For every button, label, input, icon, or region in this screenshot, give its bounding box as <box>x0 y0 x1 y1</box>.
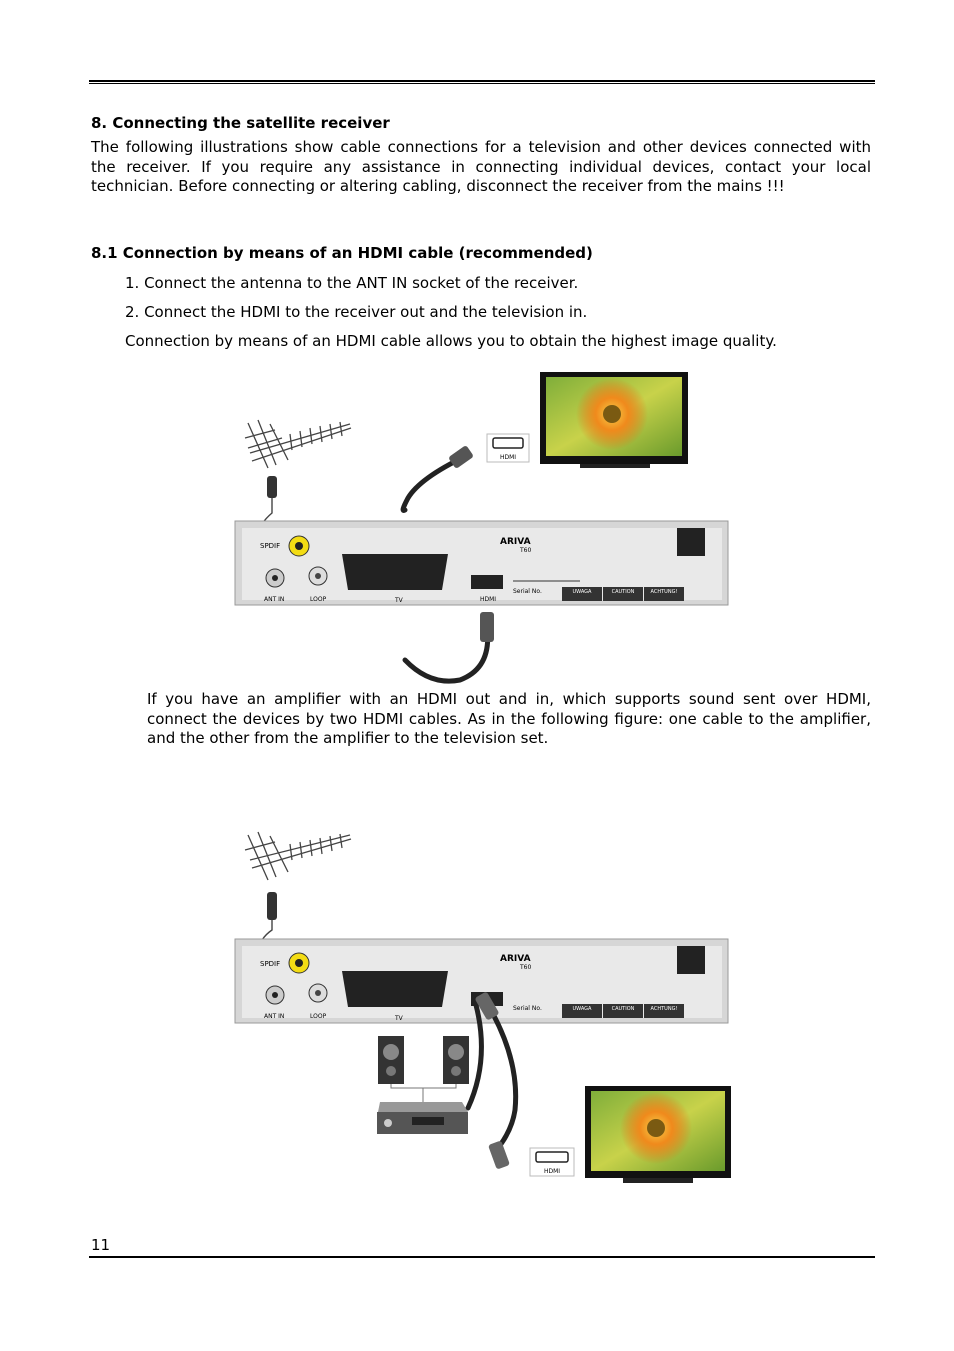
svg-text:CAUTION: CAUTION <box>612 589 635 595</box>
antenna-icon <box>244 419 352 469</box>
svg-text:LOOP: LOOP <box>310 1013 327 1020</box>
speaker-left-icon <box>378 1036 404 1084</box>
amplifier-icon <box>377 1102 468 1134</box>
figure-hdmi-connection: HDMI SPDIF ANT IN LOOP TV HDMI ARIVA T60… <box>234 372 729 684</box>
svg-text:ACHTUNG!: ACHTUNG! <box>651 1006 678 1012</box>
tv-icon <box>585 1086 731 1183</box>
page-number: 11 <box>91 1236 111 1254</box>
svg-text:HDMI: HDMI <box>480 596 496 603</box>
antenna-plug <box>267 476 277 498</box>
speaker-right-icon <box>443 1036 469 1084</box>
svg-text:UWAGA: UWAGA <box>573 589 593 595</box>
step-2: 2. Connect the HDMI to the receiver out … <box>125 303 588 321</box>
intro-paragraph: The following illustrations show cable c… <box>91 138 871 195</box>
svg-text:Serial No.: Serial No. <box>513 1005 542 1012</box>
step-1: 1. Connect the antenna to the ANT IN soc… <box>125 274 579 292</box>
footer-rule <box>89 1256 875 1258</box>
svg-text:CAUTION: CAUTION <box>612 1006 635 1012</box>
tv-icon <box>540 372 688 468</box>
svg-text:ARIVA: ARIVA <box>500 954 531 964</box>
hdmi-port-icon: HDMI <box>486 433 530 463</box>
svg-text:Serial No.: Serial No. <box>513 588 542 595</box>
header-rule <box>89 80 875 84</box>
svg-text:SPDIF: SPDIF <box>260 542 280 550</box>
subsection-heading: 8.1 Connection by means of an HDMI cable… <box>91 244 593 262</box>
svg-text:HDMI: HDMI <box>544 1168 560 1175</box>
hdmi-port-icon: HDMI <box>529 1147 575 1177</box>
svg-text:SPDIF: SPDIF <box>260 960 280 968</box>
hdmi-cable-top <box>400 453 469 513</box>
svg-text:ACHTUNG!: ACHTUNG! <box>651 589 678 595</box>
svg-text:T60: T60 <box>519 547 531 554</box>
svg-text:ANT IN: ANT IN <box>264 596 284 603</box>
figure-amplifier-connection: SPDIF ANT IN LOOP TV ARIVA T60 Serial No… <box>234 831 731 1183</box>
antenna-icon <box>244 831 352 881</box>
svg-text:ANT IN: ANT IN <box>264 1013 284 1020</box>
svg-text:TV: TV <box>394 597 404 604</box>
svg-text:T60: T60 <box>519 964 531 971</box>
svg-text:LOOP: LOOP <box>310 596 327 603</box>
svg-text:UWAGA: UWAGA <box>573 1006 593 1012</box>
amplifier-paragraph: If you have an amplifier with an HDMI ou… <box>147 690 871 747</box>
svg-text:HDMI: HDMI <box>500 454 516 461</box>
hdmi-cable-bottom <box>402 625 491 684</box>
quality-note: Connection by means of an HDMI cable all… <box>125 332 777 350</box>
section-heading: 8. Connecting the satellite receiver <box>91 114 390 132</box>
receiver-back-panel: SPDIF ANT IN LOOP TV HDMI ARIVA T60 Seri… <box>234 520 729 606</box>
svg-text:TV: TV <box>394 1015 404 1022</box>
svg-text:ARIVA: ARIVA <box>500 537 531 547</box>
